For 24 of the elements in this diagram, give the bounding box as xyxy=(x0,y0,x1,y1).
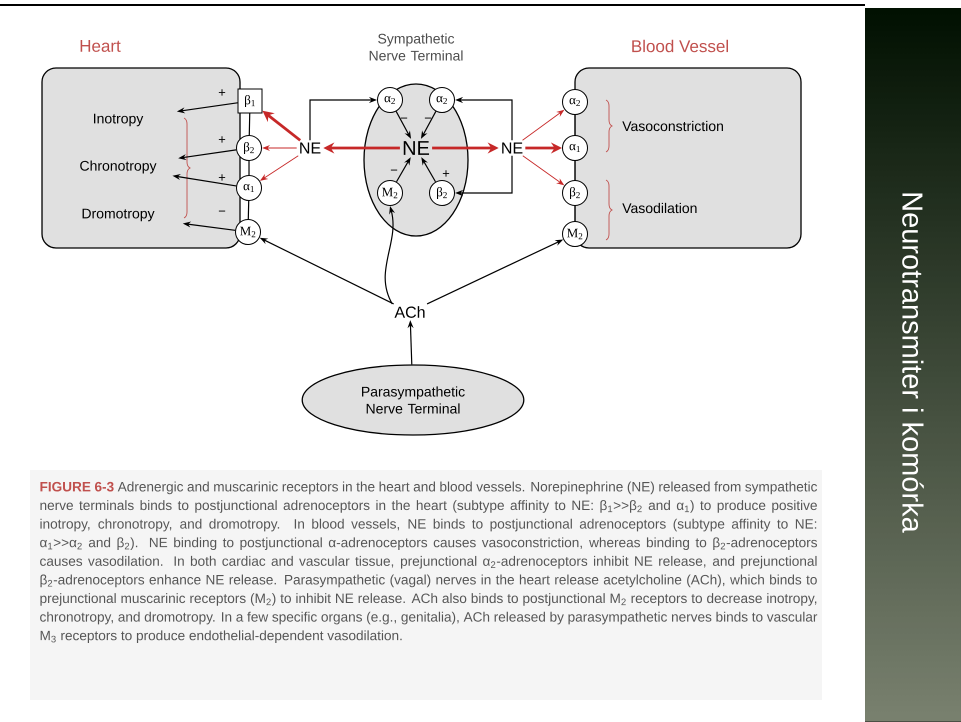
edge-label: + xyxy=(218,174,226,181)
edge-label: − xyxy=(400,118,408,119)
nerve-terminal-oval: Parasympathetic Nerve Terminal xyxy=(302,364,524,436)
node-label: Blood Vessel xyxy=(632,40,728,52)
title-bar: Neurotransmiter i komórka xyxy=(865,8,961,722)
effect-label: Dromotropy xyxy=(82,208,155,222)
node-label: Sympathetic Nerve Terminal xyxy=(370,33,463,61)
effect-label: Chronotropy xyxy=(80,160,156,174)
node-label: Heart xyxy=(80,40,121,52)
transmitter-label: NE xyxy=(502,142,522,154)
effect-label: Vasoconstriction xyxy=(622,120,723,132)
caption: FIGURE 6-3 Adrenergic and muscarinic receptors in the heart and blood vessels. Norepinephrine (NE) released from sympathetic nerve terminals binds to postjunctional adrenoceptors in the heart (subtype affinity to NE: β$_{1}$>>β$_{2}$ and α$_{1}$) to produce positive inotropy, chronotropy, and dromotropy. In blood vessels, NE binds to postjunctional adrenoceptors (subtype affinity to NE: α$_{1}$>>α$_{2}$ and β$_{2}$). NE binding to postjunctional α-adrenoceptors causes vasoconstriction, whereas binding to β$_{2}$-adrenoceptors causes vasodilation. In both cardiac and vascular tissue, prejunctional α$_{2}$-adrenoceptors inhibit NE release, and prejunctional β$_{2}$-adrenoceptors enhance NE release. Parasympathetic (vagal) nerves in the heart release acetylcholine (ACh), which binds to prejunctional muscarinic receptors (M$_{2}$) to inhibit NE release. ACh also binds to postjunctional M$_{2}$ receptors to decrease inotropy, chronotropy, and dromotropy. In a few specific organs (e.g., genitalia), ACh released by parasympathetic nerves binds to vascular M$_{3}$ receptors to produce endothelial-dependent vasodilation. xyxy=(30,470,822,700)
edge-label: − xyxy=(424,118,432,119)
effect-label: Vasodilation xyxy=(622,202,697,214)
edge-label: + xyxy=(218,89,226,96)
transmitter-label: NE xyxy=(404,141,430,155)
receptor-square: β$_{1}$ xyxy=(238,88,262,114)
edge-label: + xyxy=(442,170,450,177)
transmitter-label: ACh xyxy=(394,306,425,318)
transmitter-label: NE xyxy=(300,142,320,154)
effect-label: Inotropy xyxy=(94,114,144,126)
edge-label: − xyxy=(390,170,398,171)
edge-label: + xyxy=(218,136,226,143)
edge-label: − xyxy=(218,210,226,212)
